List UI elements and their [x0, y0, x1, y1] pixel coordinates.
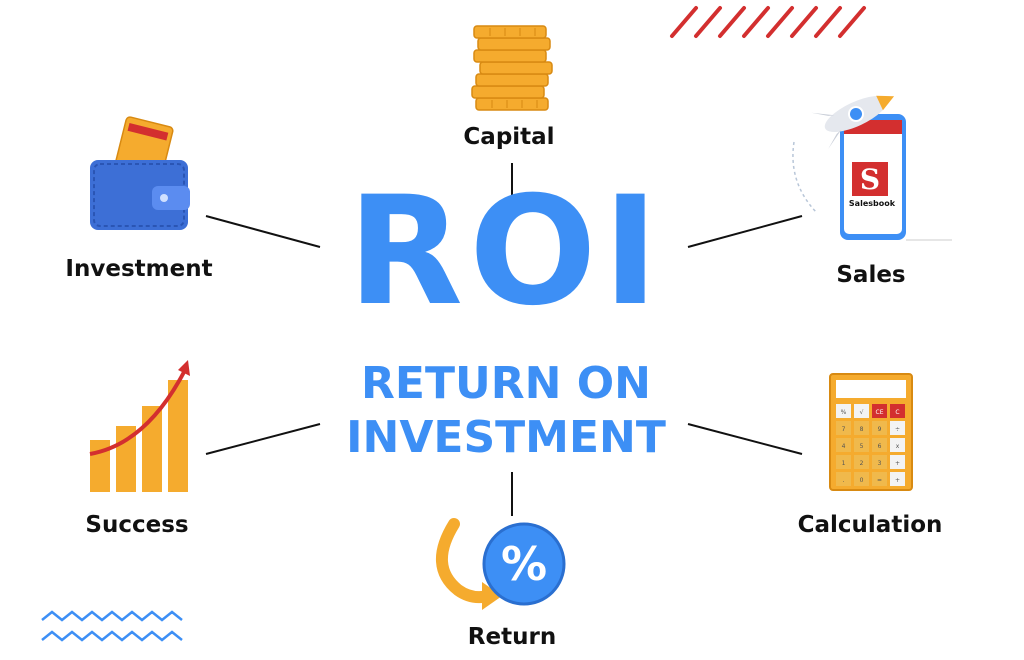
connector-sales: [687, 215, 803, 248]
node-label-success: Success: [85, 512, 189, 538]
calculator-key-label: %: [841, 409, 847, 416]
calculator-key-label: 0: [860, 477, 864, 484]
calculator-key-label: 1: [842, 460, 846, 467]
calculator-key-label: 6: [878, 443, 882, 450]
coin-stack-icon: [471, 25, 553, 111]
calculator-key-label: CE: [876, 409, 884, 416]
blue-zigzag-decoration: [41, 610, 183, 642]
calculator-key: [872, 438, 887, 452]
calculator-key: [890, 421, 905, 435]
roi-acronym: ROI: [347, 165, 665, 339]
percent-symbol: %: [501, 537, 547, 591]
percent-icon: %: [435, 518, 566, 610]
calculator-key-label: =: [877, 477, 882, 484]
calculator-key: [854, 404, 869, 418]
calculator-key: [836, 472, 851, 486]
wallet-icon: [90, 116, 190, 230]
roi-subtitle-line2: INVESTMENT: [346, 412, 666, 463]
calculator-key-label: 5: [860, 443, 864, 450]
calculator-key-label: .: [843, 477, 845, 484]
phone-rocket-icon: S Salesbook: [792, 95, 952, 241]
calculator-key: [872, 472, 887, 486]
calculator-key-label: 2: [860, 460, 864, 467]
calculator-key: [890, 438, 905, 452]
calculator-key-label: 4: [842, 443, 846, 450]
calculator-key-label: 3: [878, 460, 882, 467]
calculator-key: [836, 404, 851, 418]
growth-chart-icon: [89, 360, 190, 492]
calculator-key: [890, 472, 905, 486]
node-label-return: Return: [467, 624, 557, 650]
calculator-key: [872, 421, 887, 435]
calculator-key-label: √: [860, 409, 864, 416]
red-slashes-decoration: [670, 6, 866, 38]
calculator-key-label: x: [896, 443, 900, 450]
calculator-key: [854, 455, 869, 469]
calculator-key-label: 7: [842, 426, 846, 433]
phone-app-name: Salesbook: [849, 199, 896, 208]
calculator-key: [836, 438, 851, 452]
connector-investment: [205, 215, 321, 248]
calculator-key-label: 9: [878, 426, 882, 433]
calculator-key-label: ÷: [895, 426, 900, 433]
node-label-capital: Capital: [463, 124, 555, 150]
node-label-calculation: Calculation: [797, 512, 943, 538]
calculator-key: [854, 472, 869, 486]
roi-subtitle-line1: RETURN ON: [361, 358, 651, 409]
calculator-key: [854, 438, 869, 452]
calculator-icon: % √ CE C 7 8 9 ÷ 4 5 6 x 1 2 3 +. 0 = +: [829, 373, 913, 491]
node-label-sales: Sales: [836, 262, 906, 288]
calculator-key-label: C: [895, 409, 899, 416]
calculator-key: [854, 421, 869, 435]
calculator-key-label: 8: [860, 426, 864, 433]
phone-app-letter: S: [860, 163, 880, 196]
connector-success: [205, 423, 321, 455]
calculator-key: [890, 455, 905, 469]
calculator-key: [872, 455, 887, 469]
calculator-key: [872, 404, 887, 418]
connector-calculation: [687, 423, 803, 455]
calculator-key: [836, 455, 851, 469]
calculator-key-label: +: [895, 460, 900, 467]
calculator-key: [890, 404, 905, 418]
node-label-investment: Investment: [65, 256, 213, 282]
calculator-key: [836, 421, 851, 435]
calculator-key-label: +: [895, 477, 900, 484]
